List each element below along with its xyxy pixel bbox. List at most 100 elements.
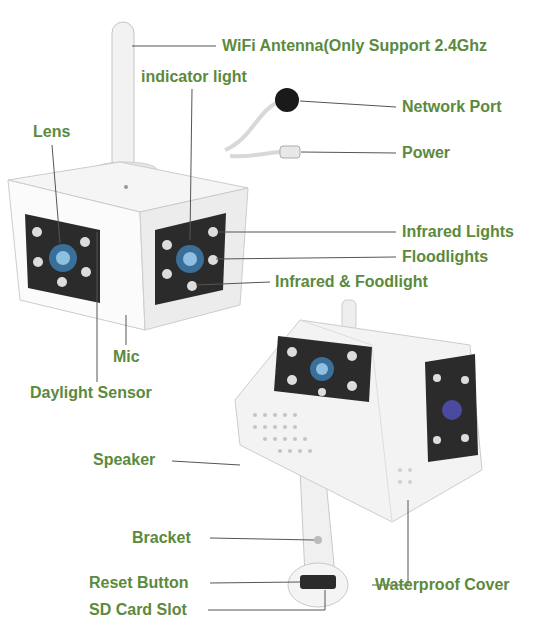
- cover-label: Waterproof Cover: [375, 576, 510, 594]
- illustration-part: [303, 437, 307, 441]
- illustration-part: [230, 152, 280, 156]
- illustration-part: [132, 46, 216, 47]
- illustration-part: [316, 363, 328, 375]
- illustration-part: [293, 413, 297, 417]
- illustration-part: [433, 374, 441, 382]
- illustration-part: [301, 152, 396, 153]
- illustration-part: [442, 400, 462, 420]
- illustration-part: [25, 214, 100, 303]
- illustration-part: [342, 300, 356, 330]
- illustration-part: [225, 103, 276, 150]
- illustration-part: [196, 282, 270, 285]
- port-label: Network Port: [402, 98, 502, 116]
- illustration-part: [97, 232, 98, 382]
- illustration-part: [300, 101, 396, 107]
- illustration-part: [162, 240, 172, 250]
- illustration-part: [112, 22, 134, 172]
- mic-label: Mic: [113, 348, 140, 366]
- illustration-part: [187, 281, 197, 291]
- illustration-part: [183, 252, 197, 266]
- illustration-part: [49, 244, 77, 272]
- illustration-part: [433, 436, 441, 444]
- illustration-part: [263, 413, 267, 417]
- illustration-part: [263, 437, 267, 441]
- illustration-part: [80, 237, 90, 247]
- illustration-part: [293, 425, 297, 429]
- illustration-part: [208, 610, 325, 611]
- illustration-part: [253, 413, 257, 417]
- illustration-part: [273, 413, 277, 417]
- illustration-part: [275, 88, 299, 112]
- illustration-part: [280, 146, 300, 158]
- illustration-part: [126, 315, 127, 345]
- illustration-part: [210, 582, 300, 583]
- illustration-part: [288, 563, 348, 607]
- illustration-part: [461, 376, 469, 384]
- illustration-part: [408, 480, 412, 484]
- illustration-part: [287, 375, 297, 385]
- illustration-part: [398, 480, 402, 484]
- illustration-part: [190, 89, 192, 240]
- illustration-part: [372, 500, 408, 585]
- illustration-part: [310, 357, 334, 381]
- illustration-part: [33, 257, 43, 267]
- illustration-part: [81, 267, 91, 277]
- illustration-part: [32, 227, 42, 237]
- illustration-part: [273, 425, 277, 429]
- illustration-part: [283, 437, 287, 441]
- illustration-part: [208, 255, 218, 265]
- illustration-part: [253, 413, 312, 453]
- illustration-part: [287, 347, 357, 396]
- illustration-part: [278, 449, 282, 453]
- infrared-floodlight-label: Infrared & Foodlight: [275, 273, 428, 291]
- illustration-part: [274, 336, 372, 402]
- illustration-part: [425, 354, 478, 462]
- illustration-part: [57, 277, 67, 287]
- power-label: Power: [402, 144, 450, 162]
- illustration-part: [52, 145, 60, 243]
- illustration-part: [124, 185, 128, 189]
- illustration-part: [235, 320, 482, 522]
- illustration-part: [347, 351, 357, 361]
- illustration-part: [288, 449, 292, 453]
- illustration-part: [287, 347, 297, 357]
- illustration-part: [210, 538, 314, 540]
- illustration-part: [314, 536, 322, 544]
- infrared-label: Infrared Lights: [402, 223, 514, 241]
- illustration-part: [176, 245, 204, 273]
- illustration-part: [8, 180, 145, 330]
- illustration-part: [263, 425, 267, 429]
- illustration-part: [318, 388, 326, 396]
- illustration-part: [408, 468, 412, 472]
- illustration-part: [218, 232, 396, 233]
- illustration-part: [293, 437, 297, 441]
- illustration-part: [172, 461, 240, 465]
- illustration-part: [398, 468, 402, 472]
- antenna-label: WiFi Antenna(Only Support 2.4Ghz: [222, 37, 487, 55]
- bracket-label: Bracket: [132, 529, 191, 547]
- illustration-part: [325, 590, 326, 610]
- illustration-part: [56, 251, 70, 265]
- sensor-label: Daylight Sensor: [30, 384, 152, 402]
- indicator-label: indicator light: [141, 68, 247, 86]
- floodlight-label: Floodlights: [402, 248, 488, 266]
- illustration-part: [283, 425, 287, 429]
- illustration-part: [433, 374, 469, 444]
- illustration-part: [300, 575, 336, 589]
- illustration-part: [461, 434, 469, 442]
- illustration-part: [162, 269, 172, 279]
- speaker-label: Speaker: [93, 451, 155, 469]
- illustration-part: [308, 449, 312, 453]
- illustration-part: [347, 381, 357, 391]
- illustration-part: [253, 425, 257, 429]
- illustration-part: [298, 449, 302, 453]
- illustration-part: [273, 437, 277, 441]
- lower-camera: [235, 300, 482, 607]
- illustration-part: [398, 468, 412, 484]
- upper-camera: [8, 22, 300, 330]
- leader-lines: [52, 46, 408, 610]
- illustration-part: [208, 227, 218, 237]
- reset-label: Reset Button: [89, 574, 189, 592]
- illustration-part: [216, 257, 396, 259]
